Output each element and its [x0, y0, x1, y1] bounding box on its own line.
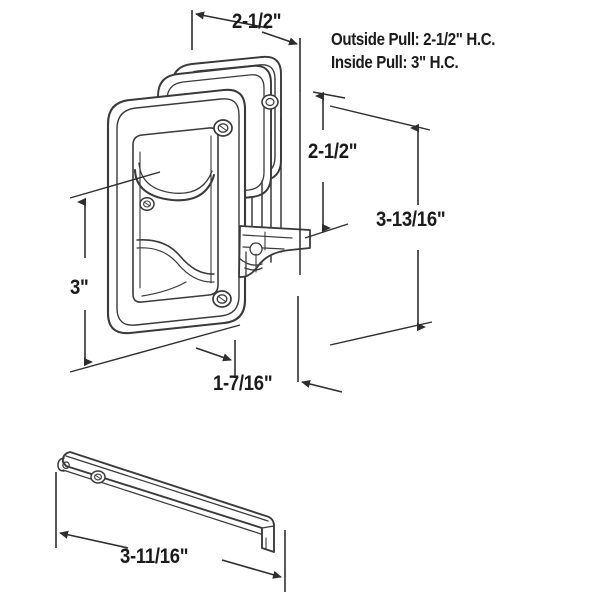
screw-hole-icon	[212, 290, 232, 308]
ext-line-left-bottom	[69, 324, 241, 373]
dimension-label-left-height: 3"	[70, 276, 89, 299]
screw-hole-icon	[139, 197, 155, 211]
dimension-label-overall-height: 3-13/16"	[376, 208, 446, 231]
ext-line-right-upper-top	[312, 91, 346, 99]
arrow-depth-right	[301, 379, 343, 393]
note-inside-pull: Inside Pull: 3" H.C.	[331, 52, 459, 72]
dimension-lines	[55, 10, 433, 592]
rear-plate-bottom-edges	[244, 267, 263, 271]
arrow-depth-left	[195, 347, 232, 362]
arrow-top-right	[261, 31, 298, 46]
screw-hole-icon	[261, 94, 279, 110]
screw-hole-icon	[213, 119, 233, 137]
dimension-label-top-width: 2-1/2"	[232, 10, 282, 33]
thumb-latch-icon	[133, 162, 216, 202]
note-outside-pull: Outside Pull: 2-1/2" H.C.	[331, 29, 496, 49]
ext-line-overall-bottom	[329, 321, 433, 346]
ext-line-right-upper-bottom	[304, 223, 349, 239]
arrow-bar-right	[221, 559, 282, 579]
ext-line-left-top	[69, 171, 161, 199]
arrow-bar-left	[59, 530, 129, 549]
side-latch-arm	[238, 225, 311, 278]
handle-assembly-drawing	[106, 55, 311, 335]
strike-bar-drawing	[57, 451, 275, 553]
dimension-label-right-upper-height: 2-1/2"	[308, 140, 358, 163]
recessed-pull-pocket	[132, 127, 219, 303]
dimension-label-depth: 1-7/16"	[213, 372, 273, 395]
lower-pull-scoop	[136, 239, 215, 297]
arrow-top-left	[195, 11, 269, 29]
latch-body-lower	[245, 251, 257, 277]
ext-line-overall-top	[329, 105, 431, 131]
dimension-label-bar-length: 3-11/16"	[120, 545, 189, 568]
